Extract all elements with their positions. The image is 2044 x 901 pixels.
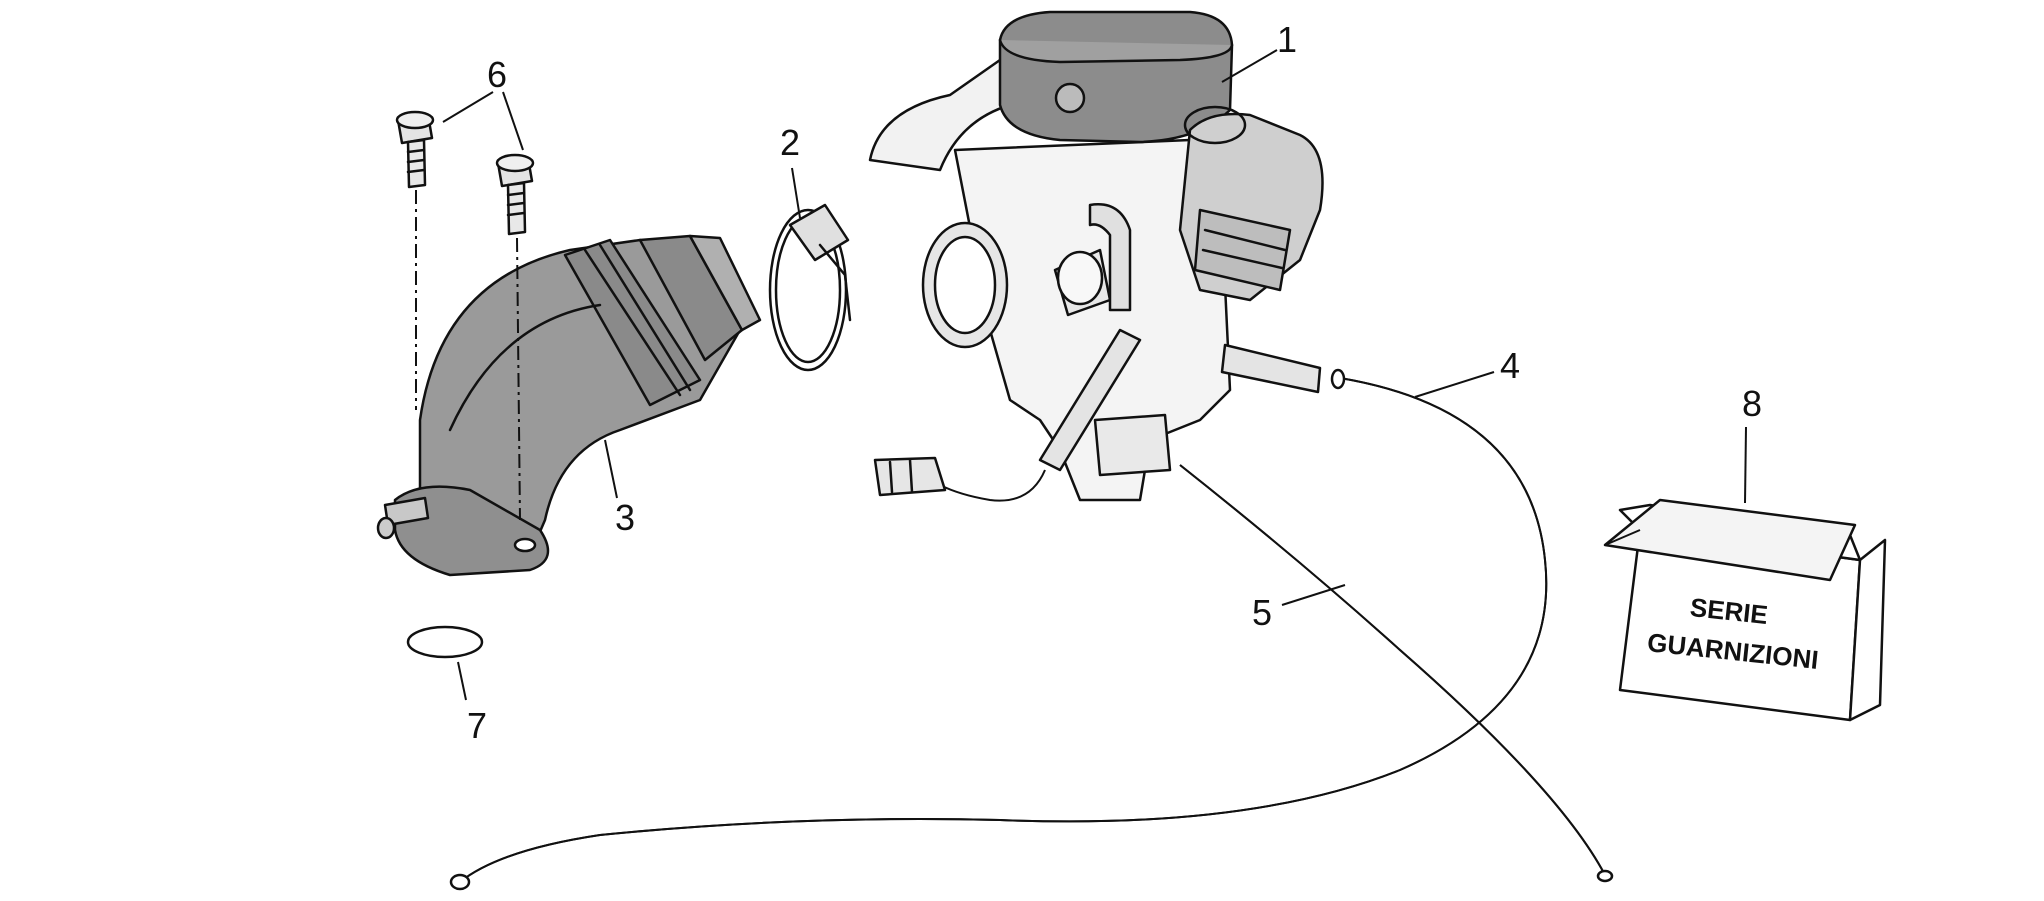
callout-3: 3 [615, 497, 635, 538]
fuel-hose [449, 368, 1548, 891]
o-ring [406, 625, 484, 659]
callout-6: 6 [487, 54, 507, 95]
callout-5: 5 [1252, 592, 1272, 633]
intake-manifold [376, 234, 762, 577]
hose-clamp [768, 203, 852, 372]
leader-lines [442, 49, 1747, 701]
callout-8: 8 [1742, 383, 1762, 424]
callout-2: 2 [780, 122, 800, 163]
callout-1: 1 [1277, 19, 1297, 60]
callout-7: 7 [467, 705, 487, 746]
drain-tube [1179, 464, 1614, 883]
callout-4: 4 [1500, 345, 1520, 386]
callout-labels: 1 2 3 4 5 6 7 8 [467, 19, 1762, 746]
screws [395, 110, 535, 521]
carburetor [868, 10, 1324, 502]
gasket-kit-bag: SERIE GUARNIZIONI [1603, 498, 1887, 722]
